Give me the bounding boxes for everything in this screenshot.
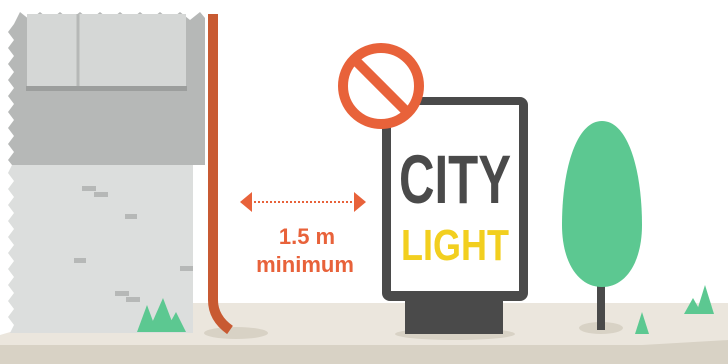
tree-icon	[562, 121, 642, 334]
sign-line1: CITY	[399, 141, 511, 218]
window-sill	[26, 86, 187, 91]
double-arrow-icon	[240, 192, 366, 212]
distance-value: 1.5 m	[279, 224, 335, 249]
distance-note: minimum	[256, 252, 354, 277]
building	[8, 12, 205, 333]
sign-line2: LIGHT	[401, 221, 509, 270]
prohibited-icon	[343, 48, 419, 124]
building-window-frame	[27, 14, 186, 89]
drainpipe	[204, 14, 268, 339]
